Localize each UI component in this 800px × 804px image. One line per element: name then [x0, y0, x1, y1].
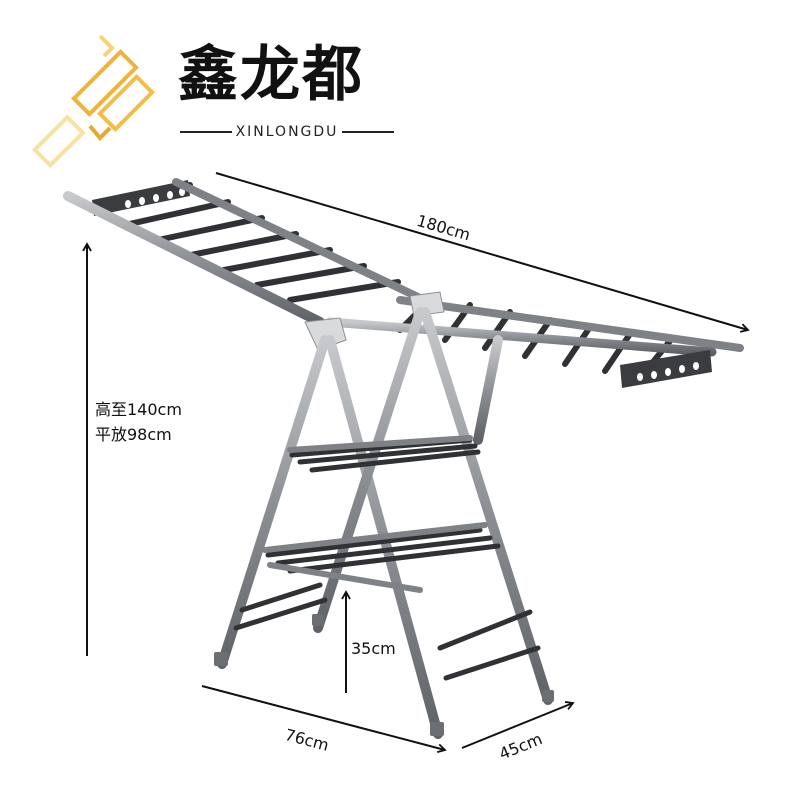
- brand-name-en: XINLONGDU: [180, 124, 394, 140]
- base-depth-dimension-line: [461, 701, 575, 749]
- base-length-dimension-line: [201, 685, 447, 753]
- divider: [180, 131, 232, 133]
- height-raised-label: 高至140cm: [95, 400, 182, 419]
- brand-name-en-text: XINLONGDU: [235, 124, 339, 140]
- divider: [342, 131, 394, 133]
- brand-name-cn: 鑫龙都: [178, 40, 364, 110]
- rack-frame: [63, 178, 744, 739]
- logo-icon: [31, 34, 155, 169]
- dimension-lines: [82, 172, 750, 753]
- length-dimension-line: [215, 172, 750, 333]
- height-flat-label: 平放98cm: [95, 425, 172, 444]
- clearance-label: 35cm: [351, 639, 396, 658]
